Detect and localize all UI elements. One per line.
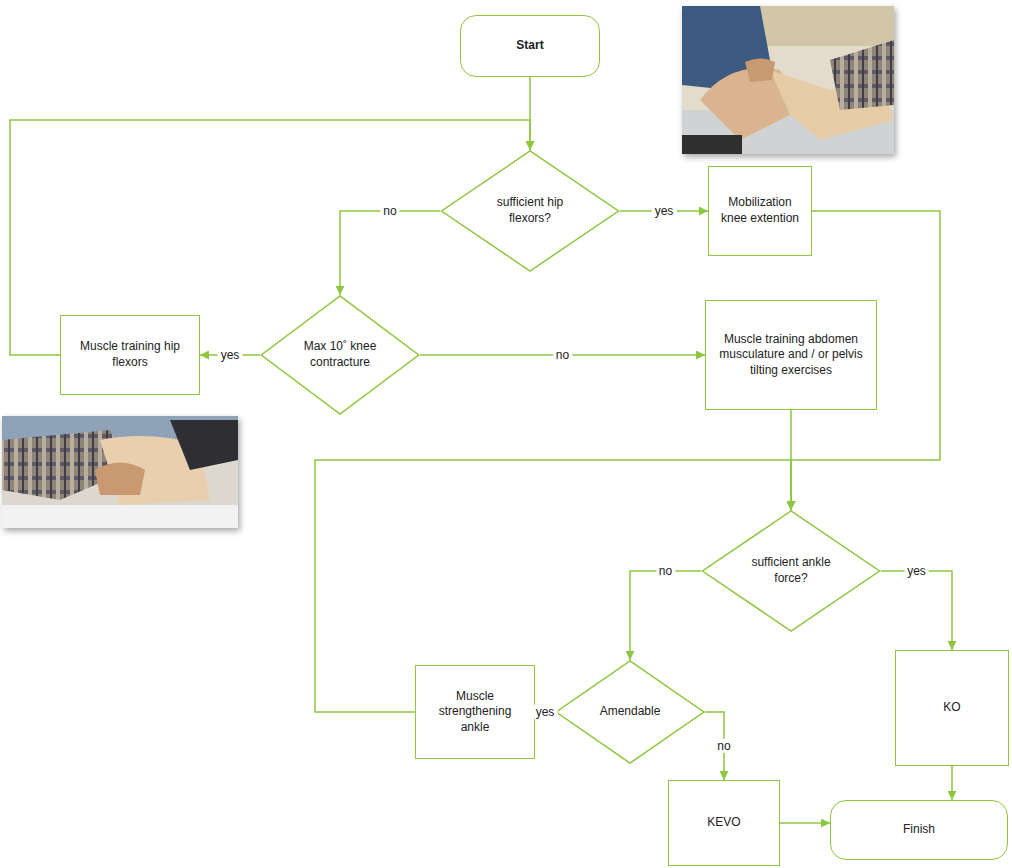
terminal-box: Finish xyxy=(830,800,1008,860)
node-text: KEVO xyxy=(676,815,772,831)
flow-connector xyxy=(881,571,952,650)
node-text-group: Muscle training hip flexors xyxy=(68,339,192,370)
node-text: sufficient hip flexors? xyxy=(483,195,577,226)
node-text: Finish xyxy=(838,822,1000,838)
node-text-group: Finish xyxy=(838,822,1000,838)
node-text-group: KO xyxy=(903,700,1001,716)
flow-connector xyxy=(340,211,440,295)
node-text: Start xyxy=(468,38,592,54)
node-text-group: Mobilization knee extention xyxy=(716,195,804,226)
node-text-group: sufficient hip flexors? xyxy=(483,195,577,226)
node-text-group: Start xyxy=(468,38,592,54)
flow-connector xyxy=(315,460,791,712)
flow-connector xyxy=(780,822,830,824)
edge-label: yes xyxy=(533,705,558,719)
process-box: Muscle training hip flexors xyxy=(60,315,200,395)
node-text-group: KEVO xyxy=(676,815,772,831)
decision-diamond: Max 10˚ knee contracture xyxy=(260,295,420,415)
decision-diamond: Amendable xyxy=(555,660,705,764)
decision-diamond: sufficient hip flexors? xyxy=(440,150,620,272)
node-text-group: Muscle training abdomen musculature and … xyxy=(713,332,869,379)
therapy-photo-bottom xyxy=(2,416,238,528)
node-text: Muscle training abdomen musculature and … xyxy=(713,332,869,379)
flow-connector xyxy=(951,766,953,800)
process-box: KO xyxy=(895,650,1009,766)
edge-label: no xyxy=(656,564,675,578)
node-text-group: Amendable xyxy=(591,704,669,720)
edge-label: no xyxy=(714,739,733,753)
decision-diamond: sufficient ankle force? xyxy=(701,510,881,632)
terminal-box: Start xyxy=(460,15,600,77)
therapy-photo-top xyxy=(682,6,894,154)
node-text: sufficient ankle force? xyxy=(744,555,838,586)
edge-label: no xyxy=(553,348,572,362)
node-text-group: sufficient ankle force? xyxy=(744,555,838,586)
process-box: Mobilization knee extention xyxy=(708,166,812,256)
process-box: Muscle training abdomen musculature and … xyxy=(705,300,877,410)
process-box: Muscle strengthening ankle xyxy=(415,665,535,759)
node-text: Muscle training hip flexors xyxy=(68,339,192,370)
node-text-group: Max 10˚ knee contracture xyxy=(299,339,382,370)
process-box: KEVO xyxy=(668,780,780,866)
node-text: KO xyxy=(903,700,1001,716)
node-text: Mobilization knee extention xyxy=(716,195,804,226)
edge-label: no xyxy=(380,204,399,218)
edge-label: yes xyxy=(904,564,929,578)
node-text: Amendable xyxy=(591,704,669,720)
edge-label: yes xyxy=(652,204,677,218)
node-text-group: Muscle strengthening ankle xyxy=(423,689,527,736)
flow-connector xyxy=(630,571,701,660)
edge-label: yes xyxy=(218,348,243,362)
node-text: Max 10˚ knee contracture xyxy=(299,339,382,370)
node-text: Muscle strengthening ankle xyxy=(423,689,527,736)
